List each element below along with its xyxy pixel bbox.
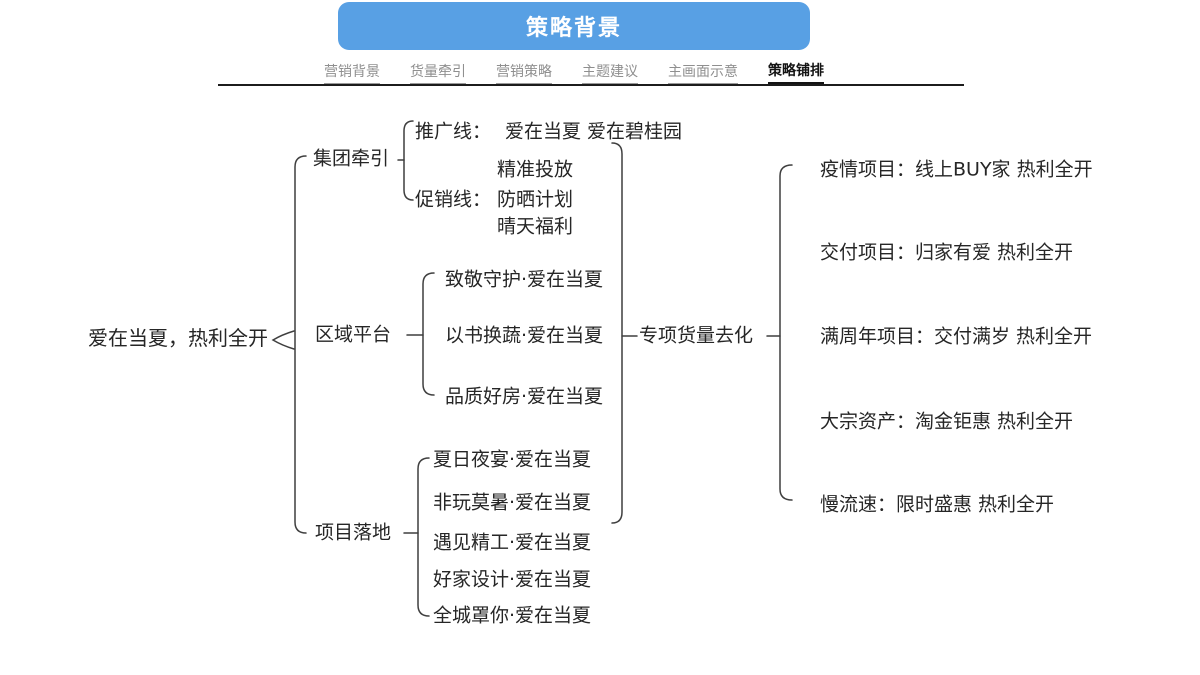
- sales-line-item-3: 晴天福利: [497, 215, 574, 238]
- right-item-bulk-assets: 大宗资产：淘金钜惠 热利全开: [820, 410, 1074, 433]
- sales-line-item-2: 防晒计划: [497, 188, 574, 211]
- right-item-anniversary: 满周年项目：交付满岁 热利全开: [820, 325, 1093, 348]
- promotion-line-value: 爱在当夏 爱在碧桂园: [505, 120, 683, 143]
- tab-marketing-strategy[interactable]: 营销策略: [496, 61, 552, 84]
- tab-marketing-background[interactable]: 营销背景: [324, 61, 380, 84]
- page-title-box: 策略背景: [338, 2, 810, 50]
- hub-special-inventory: 专项货量去化: [639, 324, 754, 347]
- branch-region-platform: 区域平台: [315, 323, 392, 346]
- region-item-2: 以书换蔬·爱在当夏: [445, 324, 604, 347]
- project-item-3: 遇见精工·爱在当夏: [433, 531, 592, 554]
- header-divider: [218, 84, 964, 86]
- project-item-5: 全城罩你·爱在当夏: [433, 604, 592, 627]
- tab-volume-guide[interactable]: 货量牵引: [410, 61, 466, 84]
- sales-line-item-1: 精准投放: [497, 158, 574, 181]
- project-item-2: 非玩莫暑·爱在当夏: [433, 491, 592, 514]
- tab-key-visual[interactable]: 主画面示意: [668, 61, 738, 84]
- promotion-line-item: 推广线： 爱在当夏 爱在碧桂园: [415, 121, 682, 144]
- section-tabs: 营销背景 货量牵引 营销策略 主题建议 主画面示意 策略铺排: [324, 60, 824, 84]
- tab-strategy-rollout[interactable]: 策略铺排: [768, 60, 824, 84]
- page-title: 策略背景: [525, 16, 622, 41]
- project-item-1: 夏日夜宴·爱在当夏: [433, 448, 592, 471]
- project-item-4: 好家设计·爱在当夏: [433, 568, 592, 591]
- mindmap-root: 爱在当夏，热利全开: [88, 326, 268, 350]
- promotion-line-label: 推广线：: [415, 120, 492, 143]
- region-item-3: 品质好房·爱在当夏: [445, 385, 604, 408]
- sales-line-label: 促销线：: [415, 188, 492, 211]
- branch-project-landing: 项目落地: [315, 521, 392, 544]
- tab-theme-suggestion[interactable]: 主题建议: [582, 61, 638, 84]
- branch-group-guide: 集团牵引: [313, 147, 390, 170]
- right-item-epidemic: 疫情项目：线上BUY家 热利全开: [820, 158, 1093, 181]
- right-item-slow-flow: 慢流速：限时盛惠 热利全开: [820, 493, 1055, 516]
- right-item-delivery: 交付项目：归家有爱 热利全开: [820, 241, 1074, 264]
- region-item-1: 致敬守护·爱在当夏: [445, 268, 604, 291]
